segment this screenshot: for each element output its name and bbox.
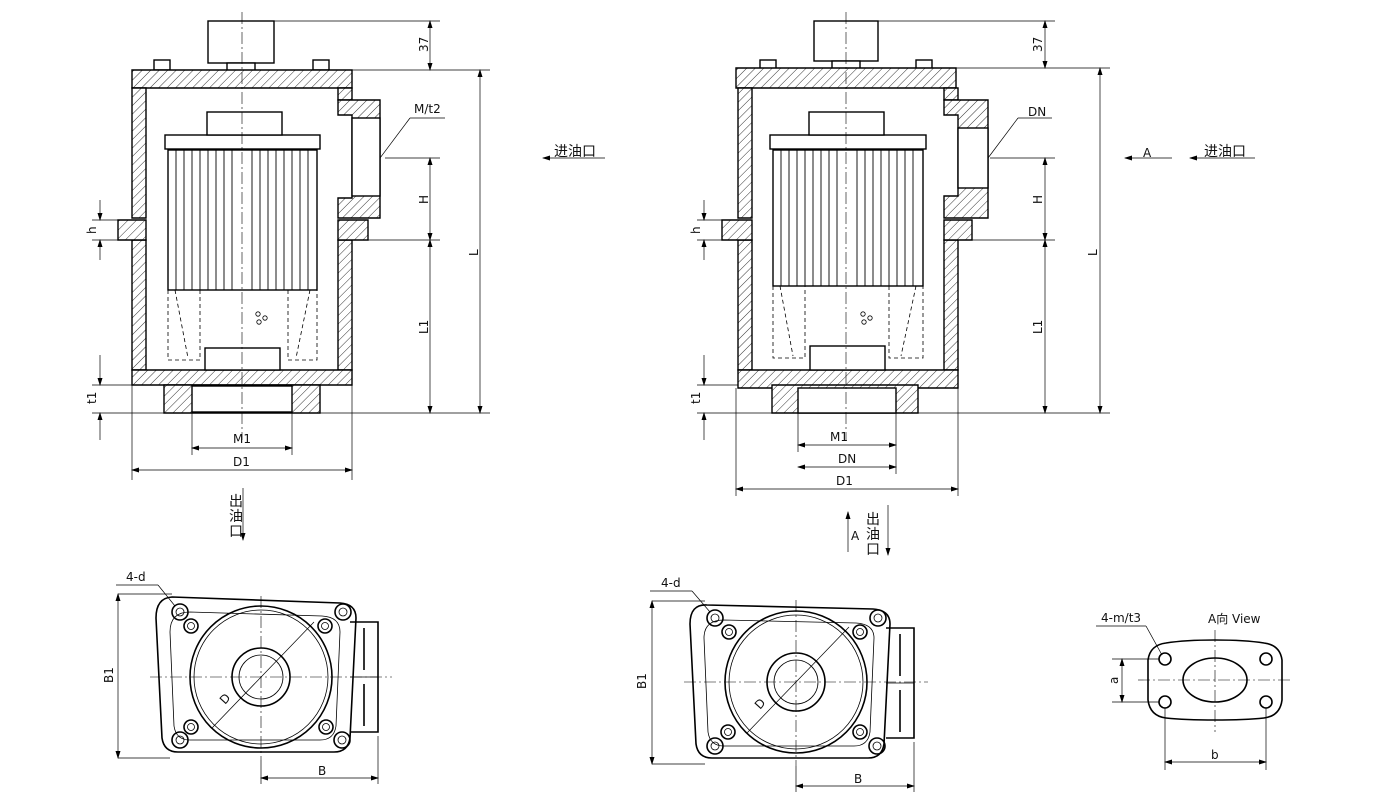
element-lower-left bbox=[772, 285, 806, 359]
element-top-cap bbox=[769, 134, 927, 150]
element-top-cap bbox=[164, 134, 321, 150]
dim-b-flange: b bbox=[1211, 748, 1219, 762]
dim-h-inlet-left: H bbox=[417, 195, 431, 204]
element-lower-right bbox=[888, 285, 924, 359]
bolt-head-right bbox=[312, 59, 330, 71]
dim-t1-left: t1 bbox=[85, 392, 99, 404]
flange-view-labels: A向 View 4-m/t3 a b bbox=[1101, 611, 1261, 762]
dim-b1-middle: B1 bbox=[635, 673, 649, 689]
right-section-labels: 37 DN H L h L1 t1 M1 DN D1 A 进油口 A 出油口 bbox=[689, 37, 1246, 558]
left-flange bbox=[117, 219, 147, 241]
dim-d1-left: D1 bbox=[233, 455, 250, 469]
element-bottom-cap bbox=[204, 347, 281, 371]
top-cap bbox=[207, 20, 275, 64]
inlet-label-left: 进油口 bbox=[554, 144, 596, 160]
dim-l-right: L bbox=[1086, 249, 1100, 256]
dim-flange-h-right: h bbox=[689, 226, 703, 234]
bolt-holes bbox=[171, 603, 352, 749]
dim-b1-left: B1 bbox=[102, 667, 116, 683]
dim-b-left: B bbox=[318, 764, 326, 778]
view-a-arrow-label: A bbox=[1143, 146, 1152, 160]
element-lower-right bbox=[287, 289, 318, 361]
dim-m1-right: M1 bbox=[830, 430, 848, 444]
right-flange bbox=[337, 219, 369, 241]
plan-inner-outline bbox=[169, 611, 341, 741]
dim-d1-right: D1 bbox=[836, 474, 853, 488]
dim-37-left: 37 bbox=[417, 37, 431, 52]
filter-pleats bbox=[780, 150, 914, 286]
left-plan-view bbox=[115, 584, 392, 784]
left-plan-labels: 4-d B1 D B bbox=[102, 570, 326, 778]
element-inner-top bbox=[206, 111, 283, 136]
dim-h-inlet-right: H bbox=[1031, 195, 1045, 204]
element-bottom-cap bbox=[809, 345, 886, 371]
filter-element bbox=[167, 149, 318, 291]
left-section-labels: 37 M/t2 H L h L1 t1 M1 D1 进油口 出油口 bbox=[85, 37, 596, 540]
flange-holes bbox=[1158, 652, 1273, 709]
flange-view-title: A向 View bbox=[1208, 611, 1261, 626]
flange-view-a bbox=[1096, 625, 1292, 770]
outlet-label-right: 出油口 bbox=[866, 512, 880, 558]
dim-dn-inlet: DN bbox=[1028, 105, 1046, 119]
holes-label-middle: 4-d bbox=[661, 576, 681, 590]
inlet-opening bbox=[957, 127, 989, 189]
dim-dn-outlet: DN bbox=[838, 452, 856, 466]
inlet-label-right: 进油口 bbox=[1204, 144, 1246, 160]
dim-a-flange: a bbox=[1107, 677, 1121, 684]
plan-inner-outline bbox=[703, 619, 875, 747]
dim-t1-right: t1 bbox=[689, 392, 703, 404]
right-wall bbox=[337, 87, 353, 101]
dim-l1-left: L1 bbox=[417, 320, 431, 334]
left-wall bbox=[131, 87, 147, 219]
inlet-opening bbox=[351, 117, 381, 197]
right-wall-lower bbox=[337, 239, 353, 371]
dim-37-right: 37 bbox=[1031, 37, 1045, 52]
middle-plan-view bbox=[649, 590, 928, 792]
left-flange bbox=[721, 219, 753, 241]
dim-flange-h-left: h bbox=[85, 226, 99, 234]
left-wall-lower bbox=[131, 239, 147, 371]
bolt-head-left bbox=[153, 59, 171, 71]
dim-d-left: D bbox=[217, 691, 234, 707]
outlet-a-label: A bbox=[851, 529, 860, 543]
dim-m1-left: M1 bbox=[233, 432, 251, 446]
left-section-view bbox=[92, 12, 605, 541]
right-section-view bbox=[697, 12, 1255, 556]
dim-b-middle: B bbox=[854, 772, 862, 786]
filter-element bbox=[772, 149, 924, 287]
plan-outline bbox=[155, 596, 357, 753]
right-wall bbox=[943, 87, 959, 101]
plan-outline bbox=[689, 604, 891, 759]
outlet-bore bbox=[797, 387, 897, 414]
flange-outline bbox=[1147, 639, 1283, 721]
filter-pleats bbox=[175, 150, 309, 290]
left-wall bbox=[737, 87, 753, 219]
dim-d-middle: D bbox=[752, 696, 769, 712]
dim-mt2: M/t2 bbox=[414, 102, 441, 116]
holes-label-left: 4-d bbox=[126, 570, 146, 584]
left-wall-lower bbox=[737, 239, 753, 371]
flange-holes-label: 4-m/t3 bbox=[1101, 611, 1141, 625]
dim-l1-right: L1 bbox=[1031, 320, 1045, 334]
dim-l-left: L bbox=[467, 249, 481, 256]
bolt-holes bbox=[706, 609, 887, 755]
outlet-label-left: 出油口 bbox=[229, 494, 243, 540]
right-wall-lower bbox=[943, 239, 959, 371]
right-flange bbox=[943, 219, 973, 241]
element-lower-left bbox=[167, 289, 201, 361]
element-inner-top bbox=[808, 111, 885, 136]
